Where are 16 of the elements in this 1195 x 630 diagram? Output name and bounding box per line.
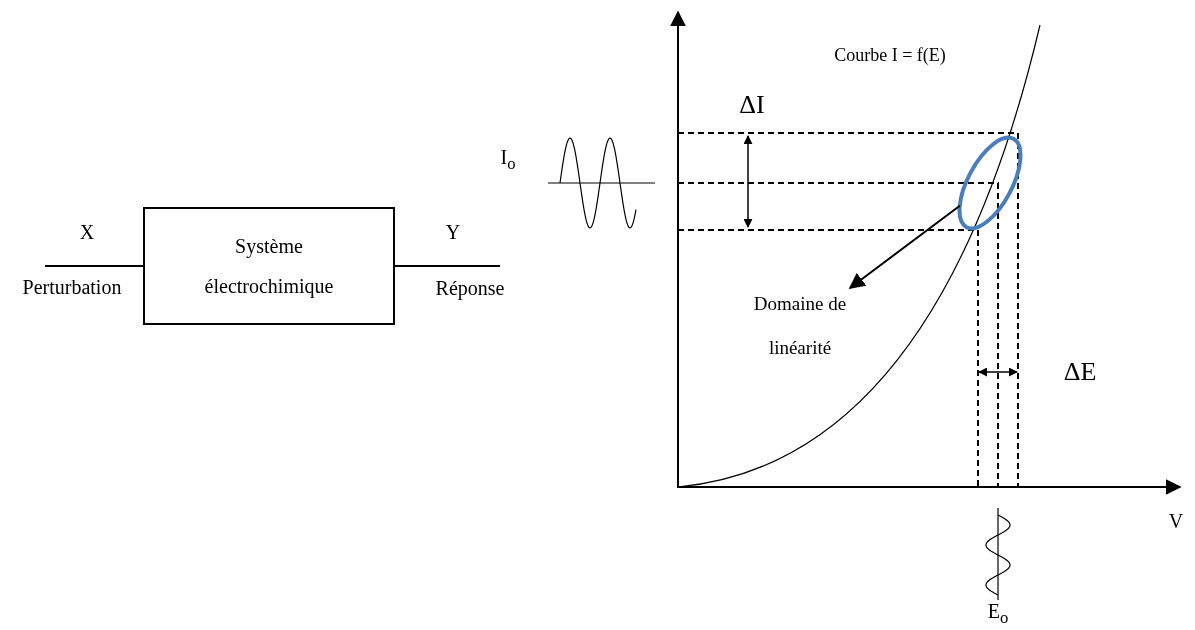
edge-label: X	[79, 222, 95, 242]
signal-label: Réponse	[435, 278, 505, 298]
annotation-text: Domaine de linéarité	[730, 288, 870, 363]
axis-label: E$_{o}$	[987, 601, 1009, 627]
axis-label: V	[1168, 511, 1184, 531]
chart-title: Courbe I = f(E)	[834, 46, 946, 64]
edge-label: Y	[445, 222, 461, 242]
arrow	[848, 204, 961, 289]
signal-line	[44, 265, 144, 267]
signal-line	[394, 265, 501, 267]
linearity-ellipse	[957, 135, 1023, 231]
signal-label: Perturbation	[22, 277, 122, 297]
axis-label: ΔI	[739, 92, 765, 118]
axis-label: ΔE	[1063, 359, 1097, 385]
process-box: Système électrochimique	[143, 207, 395, 325]
axis-label: I$_{o}$	[500, 147, 516, 173]
